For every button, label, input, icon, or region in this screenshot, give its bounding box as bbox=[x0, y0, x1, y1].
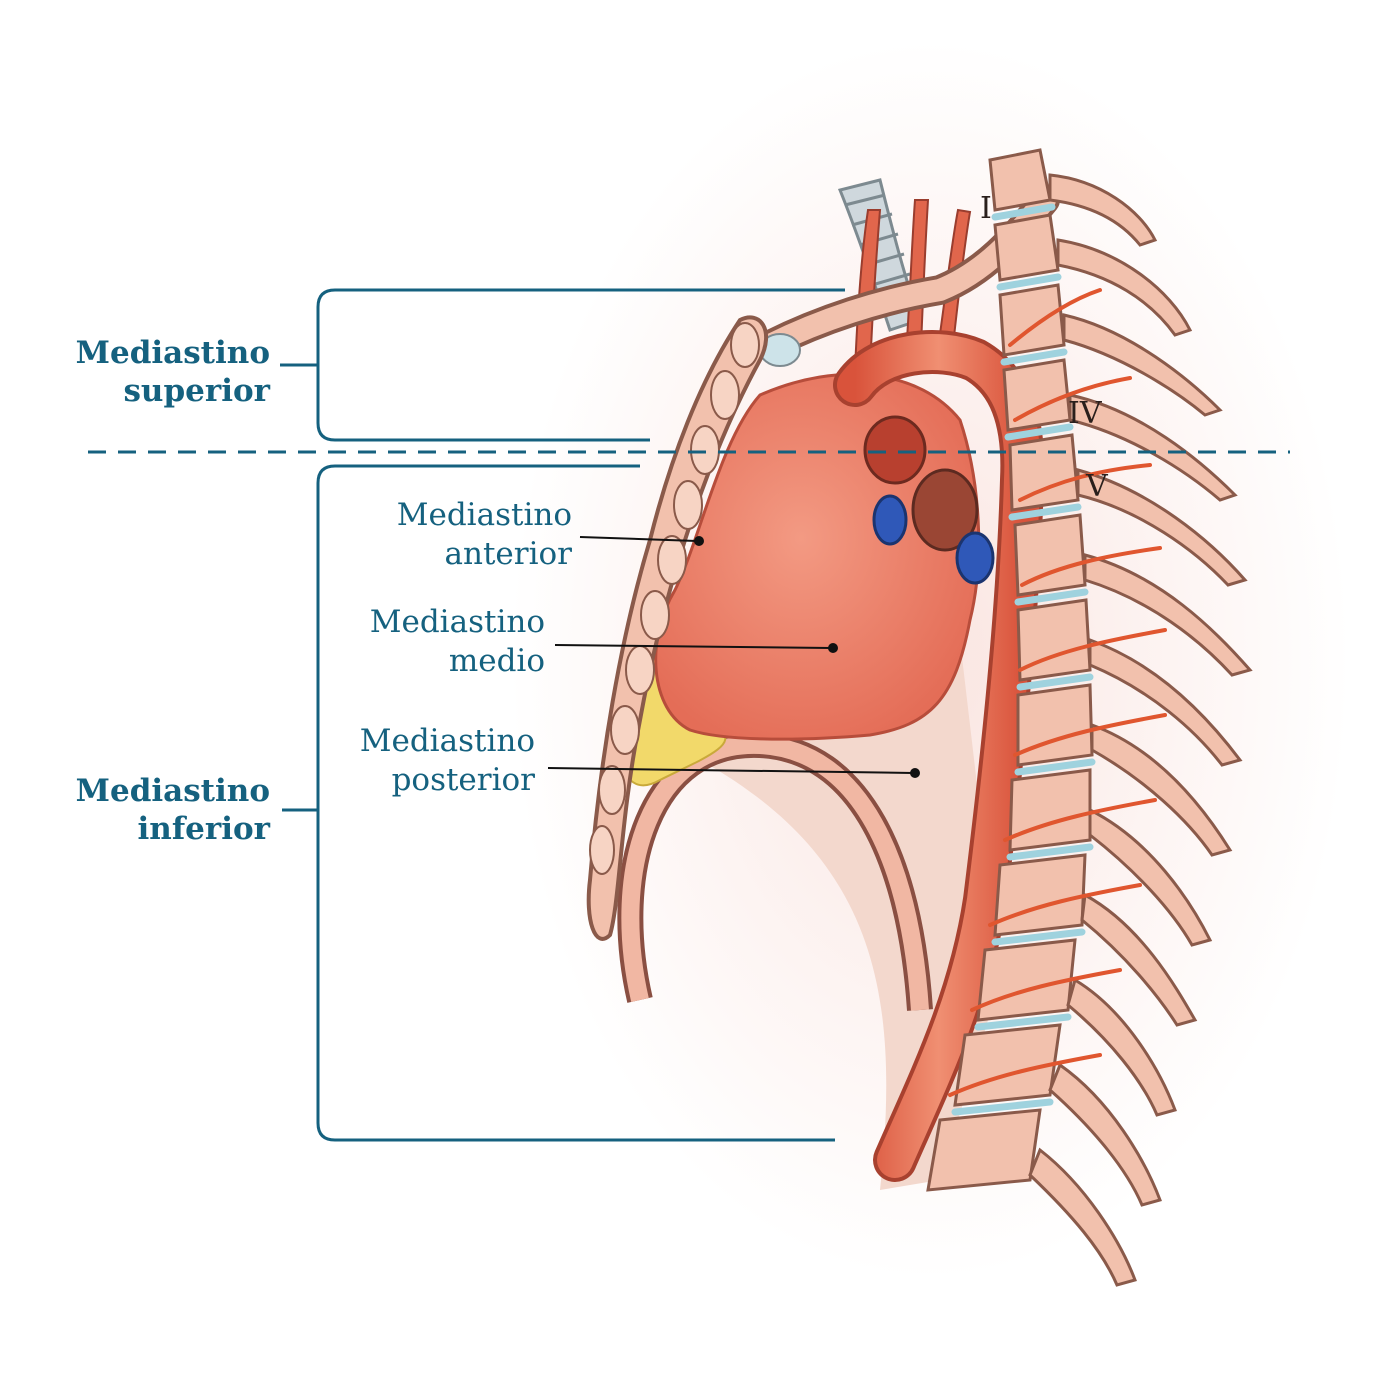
vertebra-label-v: V bbox=[1086, 469, 1108, 504]
label-mediastino-medio-line2: medio bbox=[448, 643, 545, 679]
label-mediastino-posterior: Mediastino posterior bbox=[360, 722, 535, 800]
label-mediastino-posterior-line2: posterior bbox=[391, 762, 535, 798]
label-mediastino-anterior: Mediastino anterior bbox=[397, 496, 572, 574]
label-mediastino-anterior-line1: Mediastino bbox=[396, 497, 572, 533]
vertebral-column bbox=[926, 148, 1253, 1287]
vertebra-label-iv: IV bbox=[1068, 396, 1102, 431]
sternum bbox=[586, 315, 768, 941]
label-mediastino-medio: Mediastino medio bbox=[370, 603, 545, 681]
label-mediastino-medio-line1: Mediastino bbox=[369, 604, 545, 640]
pulmonary-vein bbox=[955, 531, 995, 585]
label-mediastino-superior-line1: Mediastino bbox=[75, 335, 270, 371]
label-mediastino-posterior-line1: Mediastino bbox=[359, 723, 535, 759]
label-mediastino-anterior-line2: anterior bbox=[444, 536, 572, 572]
label-mediastino-inferior: Mediastino inferior bbox=[76, 772, 270, 848]
superior-vena-cava bbox=[872, 494, 908, 546]
leader-posterior bbox=[547, 767, 920, 778]
label-mediastino-inferior-line1: Mediastino bbox=[75, 773, 270, 809]
inferior-region-bracket bbox=[282, 464, 835, 1142]
superior-region-bracket bbox=[280, 288, 845, 442]
aortic-opening bbox=[911, 468, 979, 552]
label-mediastino-superior-line2: superior bbox=[123, 373, 270, 409]
label-mediastino-superior: Mediastino superior bbox=[76, 334, 270, 410]
pulmonary-trunk bbox=[863, 415, 927, 485]
leader-anterior bbox=[579, 536, 704, 546]
diaphragm bbox=[617, 731, 933, 1011]
vertebra-label-i: I bbox=[980, 191, 992, 226]
leader-medio bbox=[554, 643, 838, 653]
label-mediastino-inferior-line2: inferior bbox=[137, 811, 271, 847]
